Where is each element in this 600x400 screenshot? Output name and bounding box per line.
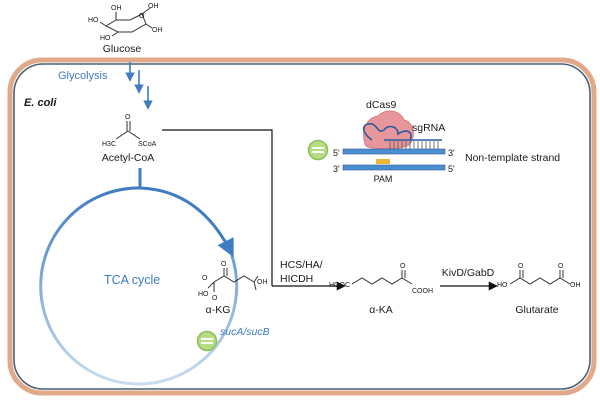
enzymes2-label: KivD/GabD [442, 267, 495, 279]
enzymes1-line2: HICDH [280, 273, 313, 285]
three-prime-top: 3' [448, 148, 455, 158]
tca-cycle-label: TCA cycle [104, 273, 160, 287]
sgrna-icon [362, 122, 412, 141]
akg-label: α-KG [206, 304, 231, 316]
acetyl-coa-structure: O H3C SCoA [102, 114, 157, 148]
acetyl-coa-label: Acetyl-CoA [102, 152, 155, 164]
cell-outer-membrane [7, 57, 597, 396]
glucose-atom-oh-right: OH [152, 27, 163, 34]
pam-label: PAM [374, 174, 393, 184]
akg-atom-o-bottom: O [212, 295, 218, 302]
glutarate-structure: HO O O OH [497, 263, 581, 289]
dcas9-label: dCas9 [366, 99, 397, 111]
sgrna-base-pairs [389, 141, 439, 149]
acetyl-coa-to-hcs-line [162, 129, 273, 286]
glutarate-label: Glutarate [515, 304, 558, 316]
crispri-symbol-icon [307, 139, 329, 161]
glycolysis-label: Glycolysis [58, 70, 108, 82]
tca-entry-arrow [138, 168, 234, 258]
glucose-structure: OH OH HO HO OH O [88, 3, 163, 42]
glycolysis-arrows [125, 62, 153, 110]
glucose-atom-ho-left1: HO [88, 17, 99, 24]
sgrna-label: sgRNA [412, 122, 445, 134]
five-prime-top: 5' [333, 148, 340, 158]
pam-site [376, 159, 390, 164]
aka-atom-cooh: COOH [412, 288, 433, 295]
aka-atom-hooc: HOOC [329, 282, 350, 289]
aka-label: α-KA [369, 304, 393, 316]
akg-atom-o-left: O [202, 275, 208, 282]
enzymes1-line1: HCS/HA/ [280, 259, 323, 271]
cell-inner-membrane [13, 63, 591, 390]
glucose-atom-oh-top2: OH [148, 3, 159, 10]
glucose-atom-oh-top1: OH [111, 5, 122, 12]
five-prime-bottom: 5' [448, 164, 455, 174]
aka-atom-o: O [400, 263, 406, 270]
glucose-atom-ring-o: O [139, 13, 145, 20]
acetyl-coa-atom-scoa: SCoA [138, 141, 157, 148]
tca-cycle-circle [39, 186, 239, 386]
crispri-complex: dCas9 sgRNA 5' 3' 3' 5' PAM Non-template… [307, 99, 560, 184]
glutarate-atom-ho: HO [497, 282, 508, 289]
acetyl-coa-atom-h3c: H3C [102, 141, 116, 148]
glucose-label: Glucose [103, 43, 142, 55]
dna-top-strand [342, 148, 446, 155]
glutarate-atom-o-left: O [518, 263, 524, 270]
akg-atom-oh-right: OH [257, 279, 268, 286]
glutarate-atom-o-right: O [558, 263, 564, 270]
crispri-knockdown-icon [196, 330, 218, 352]
non-template-strand-label: Non-template strand [465, 152, 560, 164]
aka-structure: HOOC O COOH [329, 263, 433, 295]
acetyl-coa-atom-o: O [125, 114, 131, 121]
glucose-atom-ho-left2: HO [100, 35, 111, 42]
cell-label: E. coli [24, 97, 57, 109]
sucab-label: sucA/sucB [220, 326, 270, 338]
akg-atom-o-top: O [221, 261, 227, 268]
three-prime-bottom: 3' [333, 164, 340, 174]
akg-atom-ho-left: HO [198, 291, 209, 298]
glutarate-atom-oh: OH [570, 282, 581, 289]
dna-bottom-strand [342, 164, 446, 171]
akg-structure: O O HO O OH [198, 261, 268, 302]
